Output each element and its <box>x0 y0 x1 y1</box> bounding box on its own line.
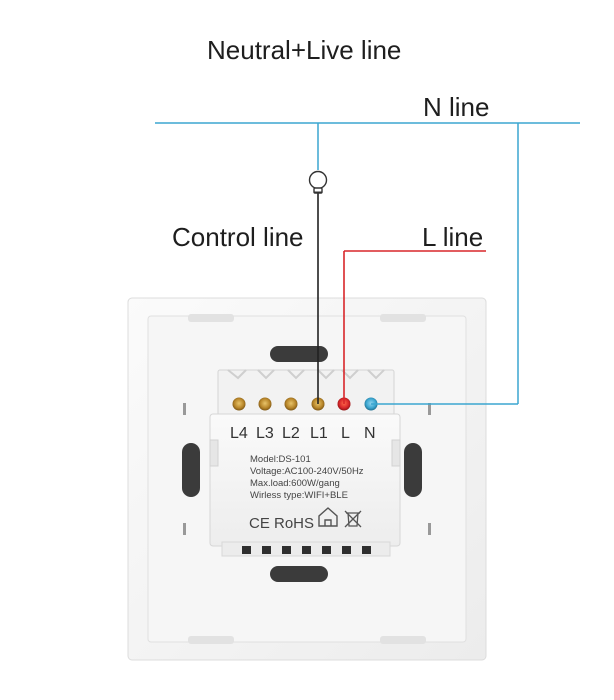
certification-marks: CE RoHS <box>249 507 362 532</box>
control-line-label: Control line <box>172 222 304 252</box>
ce-mark: CE <box>249 515 270 532</box>
terminal-labels: L4 L3 L2 L1 L N <box>230 425 376 442</box>
wires <box>155 122 580 405</box>
module-specs: Model:DS-101 Voltage:AC100-240V/50Hz Max… <box>250 454 364 501</box>
light-bulb-icon <box>308 170 328 194</box>
screw-l4 <box>232 397 246 411</box>
n-line-label: N line <box>423 92 490 122</box>
spec-max-load: Max.load:600W/gang <box>250 478 340 489</box>
screw-l3 <box>258 397 272 411</box>
house-icon <box>318 507 338 527</box>
spec-wireless: Wirless type:WIFI+BLE <box>250 490 348 501</box>
terminal-label-l1: L1 <box>310 425 328 442</box>
rohs-mark: RoHS <box>274 515 314 532</box>
spec-model: Model:DS-101 <box>250 454 311 465</box>
spec-voltage: Voltage:AC100-240V/50Hz <box>250 466 364 477</box>
l-line-label: L line <box>422 222 484 252</box>
terminal-label-l4: L4 <box>230 425 248 442</box>
terminal-label-l: L <box>341 425 350 442</box>
screw-l2 <box>284 397 298 411</box>
terminal-label-l2: L2 <box>282 425 300 442</box>
terminal-label-l3: L3 <box>256 425 274 442</box>
weee-bin-icon <box>344 510 362 528</box>
diagram-title: Neutral+Live line <box>207 35 402 65</box>
terminal-label-n: N <box>364 425 376 442</box>
